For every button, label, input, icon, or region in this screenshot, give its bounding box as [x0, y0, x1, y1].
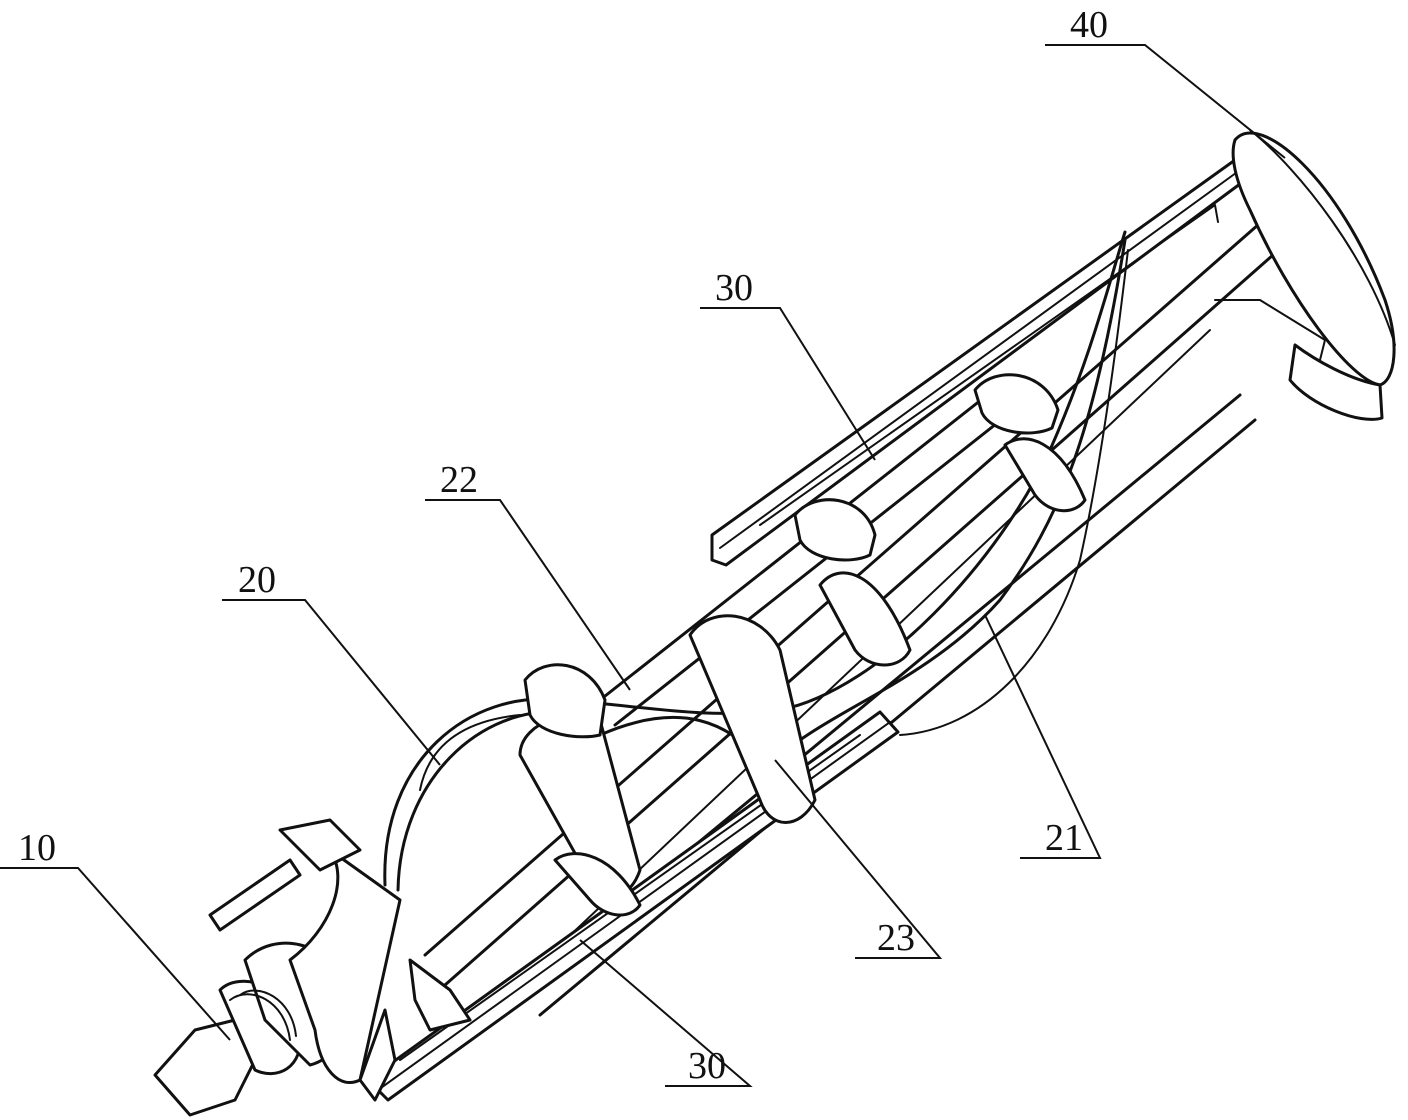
leader-lines [0, 44, 1286, 1087]
upper-guide-rail [710, 158, 1250, 567]
drive-head [153, 818, 472, 1117]
label-40: 40 [1070, 4, 1108, 46]
ring-holders [518, 373, 1087, 917]
label-20: 20 [238, 559, 276, 601]
end-plate [1214, 129, 1396, 421]
label-30-upper: 30 [715, 267, 753, 309]
label-30-lower: 30 [688, 1045, 726, 1087]
label-22: 22 [440, 459, 478, 501]
label-10: 10 [18, 827, 56, 869]
label-23: 23 [877, 917, 915, 959]
label-21: 21 [1045, 817, 1083, 859]
